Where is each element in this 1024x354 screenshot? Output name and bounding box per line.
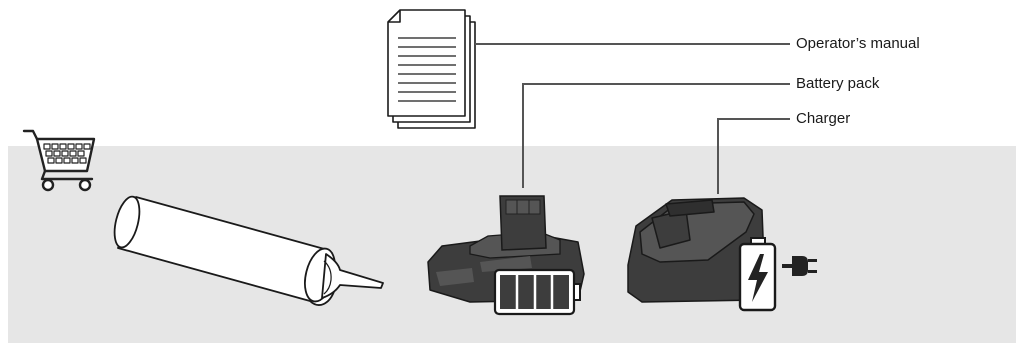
battery-charging-icon — [740, 238, 775, 310]
callout-label-charger: Charger — [796, 110, 850, 128]
callout-label-manual: Operator’s manual — [796, 35, 920, 53]
document-stack-icon — [388, 10, 475, 128]
battery-full-icon — [495, 270, 580, 314]
callout-label-battery: Battery pack — [796, 75, 879, 93]
